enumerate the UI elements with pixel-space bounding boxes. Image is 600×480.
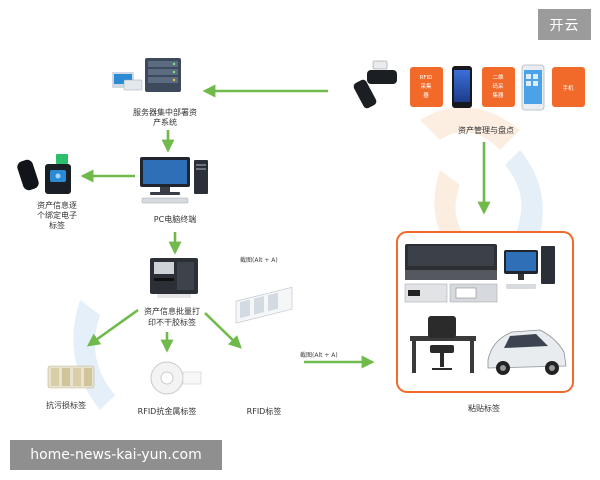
screenshot-note-2: 截图(Alt + A) [300,351,338,359]
encoder-label-line3: 标签 [49,220,65,230]
metal-label-text: RFID抗金属标签 [138,406,197,416]
port-closeup-icons [404,283,498,303]
devices-node: RFID 采集 器 二维 码采 集器 手机 资产管理与盘点 [353,60,585,135]
server-icon [112,58,181,92]
svg-text:二维: 二维 [492,73,504,81]
metal-label-node: RFID抗金属标签 [138,361,202,416]
android-phone-icon [452,66,472,108]
printer-label-line1: 资产信息批量打 [144,306,200,316]
svg-text:集器: 集器 [492,91,504,99]
encoder-node: 资产信息逐 个绑定电子 标签 [17,154,77,230]
encoder-label-line1: 资产信息逐 [37,200,77,210]
flow-arrows [80,84,491,369]
label-roll-icon [150,361,202,395]
laptop-icon [405,244,497,280]
server-label-line1: 服务器集中部署资 [133,107,197,117]
devices-caption: 资产管理与盘点 [458,125,514,135]
label-printer-icon [150,258,198,298]
brand-badge: 开云 [538,9,591,40]
arrow-printer-to-rfid [204,312,242,349]
desktop-computer-icon [140,157,208,204]
tamper-label-node: 抗污损标签 [46,365,95,410]
office-desk-chair-icon [410,316,476,373]
svg-text:采集: 采集 [420,82,432,90]
label-roll-stack-icon [47,365,95,389]
rfid-label-text: RFID标签 [247,406,282,416]
svg-text:器: 器 [423,92,429,99]
svg-text:RFID: RFID [420,75,433,81]
site-watermark: home-news-kai-yun.com [10,440,222,470]
desktop-set-icon [504,246,555,289]
phone-tile: 手机 [552,67,585,107]
assets-node: 粘贴标签 [396,231,574,413]
screenshot-note-1: 截图(Alt + A) [240,256,278,264]
printer-label-line2: 印不干胶标签 [148,317,196,327]
rfid-collector-tile: RFID 采集 器 [410,67,443,107]
qr-collector-tile: 二维 码采 集器 [482,67,515,107]
smartphone-icon [521,64,545,111]
svg-text:手机: 手机 [562,84,574,92]
assets-caption: 粘贴标签 [468,403,500,413]
arrow-printer-to-tamper [86,308,139,347]
handheld-scanner-icon [353,60,397,109]
car-icon [487,329,567,375]
rfid-tag-strip-icon [235,286,293,324]
svg-text:码采: 码采 [492,82,504,90]
rfid-label-node: RFID标签 [235,286,293,416]
server-label-line2: 产系统 [153,117,177,127]
pc-label: PC电脑终端 [154,214,196,224]
encoder-label-line2: 个绑定电子 [37,210,77,220]
pc-node: PC电脑终端 [140,157,208,224]
card-reader-icon [17,154,71,194]
printer-node: 资产信息批量打 印不干胶标签 [144,258,200,327]
tamper-label-text: 抗污损标签 [46,400,86,410]
server-node: 服务器集中部署资 产系统 [112,58,197,127]
